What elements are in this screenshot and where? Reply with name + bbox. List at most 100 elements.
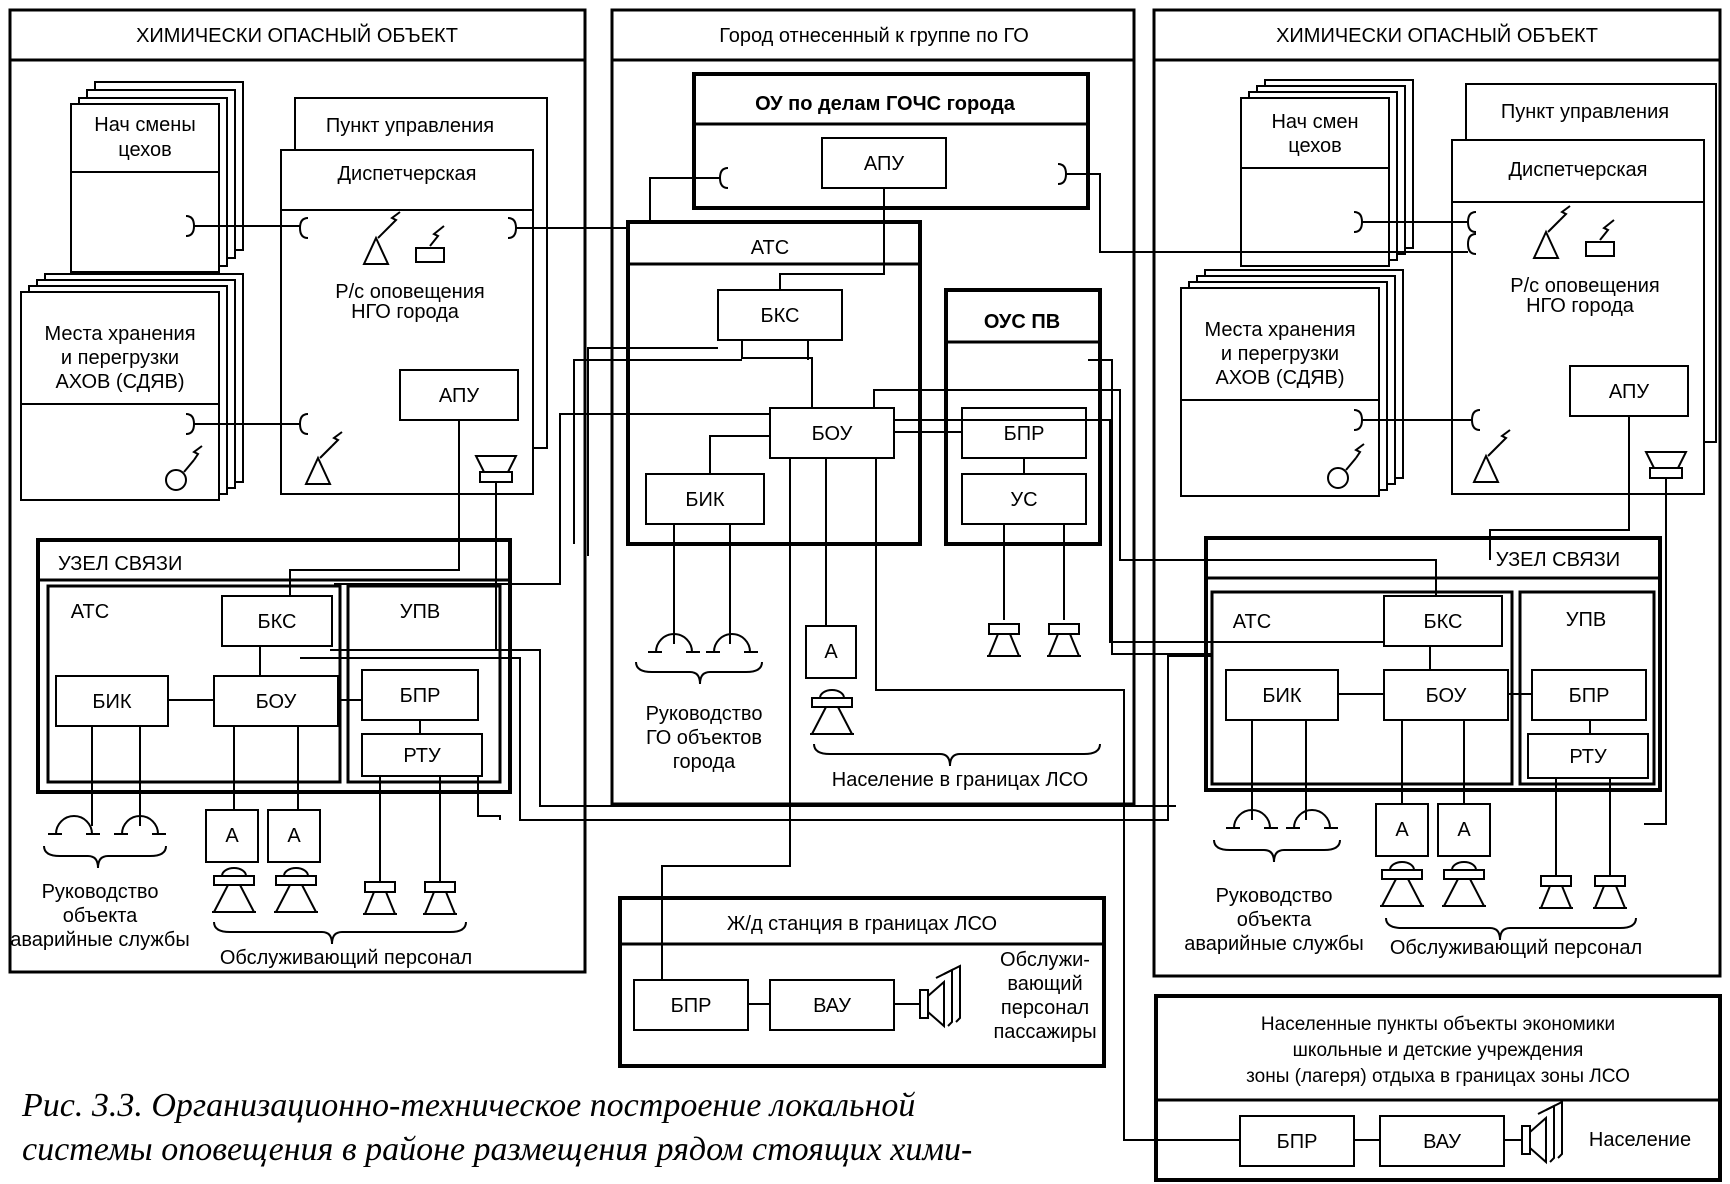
left-dispatch-box xyxy=(280,149,534,495)
right-leaders-line3: аварийные службы xyxy=(1184,933,1364,955)
left-apu-box xyxy=(399,369,519,421)
left-apu-label: АПУ xyxy=(439,385,479,407)
left-control-point-title: Пункт управления xyxy=(326,115,494,137)
rail-vau-label: ВАУ xyxy=(813,995,851,1017)
left-leaders-line2: объекта xyxy=(63,905,138,927)
pager-icon xyxy=(165,445,203,491)
left-bks-box xyxy=(221,595,333,647)
city-us-label: УС xyxy=(1010,489,1037,511)
storage-box xyxy=(20,291,220,501)
shift-managers-box xyxy=(70,103,220,273)
city-bik-box xyxy=(645,473,765,525)
settlements-line1: Населенные пункты объекты экономики xyxy=(1261,1014,1615,1035)
right-amp-a2 xyxy=(1437,803,1491,857)
left-bou-label: БОУ xyxy=(256,691,297,713)
city-apu-label: АПУ xyxy=(864,153,904,175)
city-bpr-box xyxy=(961,407,1087,459)
shift-line2: цехов xyxy=(118,139,171,161)
storage-line2: и перегрузки xyxy=(61,347,179,369)
city-block: Город отнесенный к группе по ГО ОУ по де… xyxy=(610,8,1136,806)
right-storage-line1: Места хранения xyxy=(1204,319,1355,341)
right-staff-label: Обслуживающий персонал xyxy=(1390,937,1642,959)
left-radio-line1: Р/с оповещения xyxy=(335,281,484,303)
left-rtu-box xyxy=(361,733,483,777)
right-shift-managers-box xyxy=(1240,97,1390,267)
settlements-line2: школьные и детские учреждения xyxy=(1293,1040,1584,1061)
city-bks-label: БКС xyxy=(761,305,800,327)
left-rtu-label: РТУ xyxy=(403,745,441,767)
right-radio-line1: Р/с оповещения xyxy=(1510,275,1659,297)
right-bks-box xyxy=(1383,595,1503,647)
left-bpr-box xyxy=(361,669,479,721)
rail-station-title: Ж/д станция в границах ЛСО xyxy=(727,913,997,935)
right-rtu-box xyxy=(1527,733,1649,779)
right-amp-a1 xyxy=(1375,803,1429,857)
right-shift-line2: цехов xyxy=(1288,135,1341,157)
right-bks-label: БКС xyxy=(1424,611,1463,633)
city-a-label: А xyxy=(824,641,838,663)
right-storage-line2: и перегрузки xyxy=(1221,343,1339,365)
gochs-office-title: ОУ по делам ГОЧС города xyxy=(755,93,1016,115)
city-leaders-line1: Руководство xyxy=(646,703,763,725)
city-population-label: Население в границах ЛСО xyxy=(832,769,1088,791)
settlements-vau-box xyxy=(1379,1115,1505,1167)
rail-people-line4: пассажиры xyxy=(993,1021,1096,1043)
city-leaders-line3: города xyxy=(673,751,736,773)
rail-bpr-label: БПР xyxy=(671,995,712,1017)
right-node-title: УЗЕЛ СВЯЗИ xyxy=(1496,549,1620,571)
rail-station-block: Ж/д станция в границах ЛСО БПР ВАУ Обслу… xyxy=(618,896,1106,1068)
figure-caption-line2: системы оповещения в районе размещения р… xyxy=(22,1131,972,1168)
right-bik-label: БИК xyxy=(1262,685,1302,707)
right-a1-label: А xyxy=(1395,819,1409,841)
city-ats-label: АТС xyxy=(751,237,789,259)
left-bik-label: БИК xyxy=(92,691,132,713)
city-bou-label: БОУ xyxy=(812,423,853,445)
right-storage-line3: АХОВ (СДЯВ) xyxy=(1215,367,1344,389)
right-object-title: ХИМИЧЕСКИ ОПАСНЫЙ ОБЪЕКТ xyxy=(1276,23,1598,47)
left-leaders-line1: Руководство xyxy=(42,881,159,903)
city-bpr-label: БПР xyxy=(1004,423,1045,445)
left-leaders-line3: аварийные службы xyxy=(10,929,190,951)
city-bik-label: БИК xyxy=(685,489,725,511)
right-leaders-line1: Руководство xyxy=(1216,885,1333,907)
right-dispatch-box xyxy=(1451,139,1705,495)
left-staff-label: Обслуживающий персонал xyxy=(220,947,472,969)
left-dispatch-title: Диспетчерская xyxy=(338,163,477,185)
right-control-point-title: Пункт управления xyxy=(1501,101,1669,123)
right-radio-line2: НГО города xyxy=(1526,295,1635,317)
right-leaders-line2: объекта xyxy=(1237,909,1312,931)
right-dispatch-title: Диспетчерская xyxy=(1509,159,1648,181)
left-object: ХИМИЧЕСКИ ОПАСНЫЙ ОБЪЕКТ Нач смены цехов… xyxy=(8,8,587,974)
right-shift-line1: Нач смен xyxy=(1271,111,1358,133)
city-title: Город отнесенный к группе по ГО xyxy=(719,25,1029,47)
city-bou-box xyxy=(769,407,895,459)
rail-people-line1: Обслужи- xyxy=(1000,949,1090,971)
right-ats-label: АТС xyxy=(1233,611,1271,633)
right-bpr-box xyxy=(1531,669,1647,721)
city-apu-box xyxy=(821,137,947,189)
left-bks-label: БКС xyxy=(258,611,297,633)
pager-icon xyxy=(1327,443,1365,489)
right-upv-label: УПВ xyxy=(1566,609,1606,631)
left-node-title: УЗЕЛ СВЯЗИ xyxy=(58,553,182,575)
figure-caption-line1: Рис. 3.3. Организационно-техническое пос… xyxy=(21,1087,915,1124)
right-bpr-label: БПР xyxy=(1569,685,1610,707)
storage-line3: АХОВ (СДЯВ) xyxy=(55,371,184,393)
left-a2-label: А xyxy=(287,825,301,847)
shift-line1: Нач смены xyxy=(94,114,195,136)
left-a1-label: А xyxy=(225,825,239,847)
left-bou-box xyxy=(213,675,339,727)
left-amp-a2 xyxy=(267,809,321,863)
right-storage-box xyxy=(1180,287,1380,497)
settlements-vau-label: ВАУ xyxy=(1423,1131,1461,1153)
connection-lines xyxy=(194,173,1667,1141)
left-amp-a1 xyxy=(205,809,259,863)
right-bik-box xyxy=(1225,669,1339,721)
rail-vau-box xyxy=(769,979,895,1031)
ous-pv-title: ОУС ПВ xyxy=(984,311,1060,333)
right-object: ХИМИЧЕСКИ ОПАСНЫЙ ОБЪЕКТ Нач смен цехов … xyxy=(1152,8,1722,978)
left-ats-label: АТС xyxy=(71,601,109,623)
settlements-bpr-label: БПР xyxy=(1277,1131,1318,1153)
rail-people-line3: персонал xyxy=(1001,997,1089,1019)
